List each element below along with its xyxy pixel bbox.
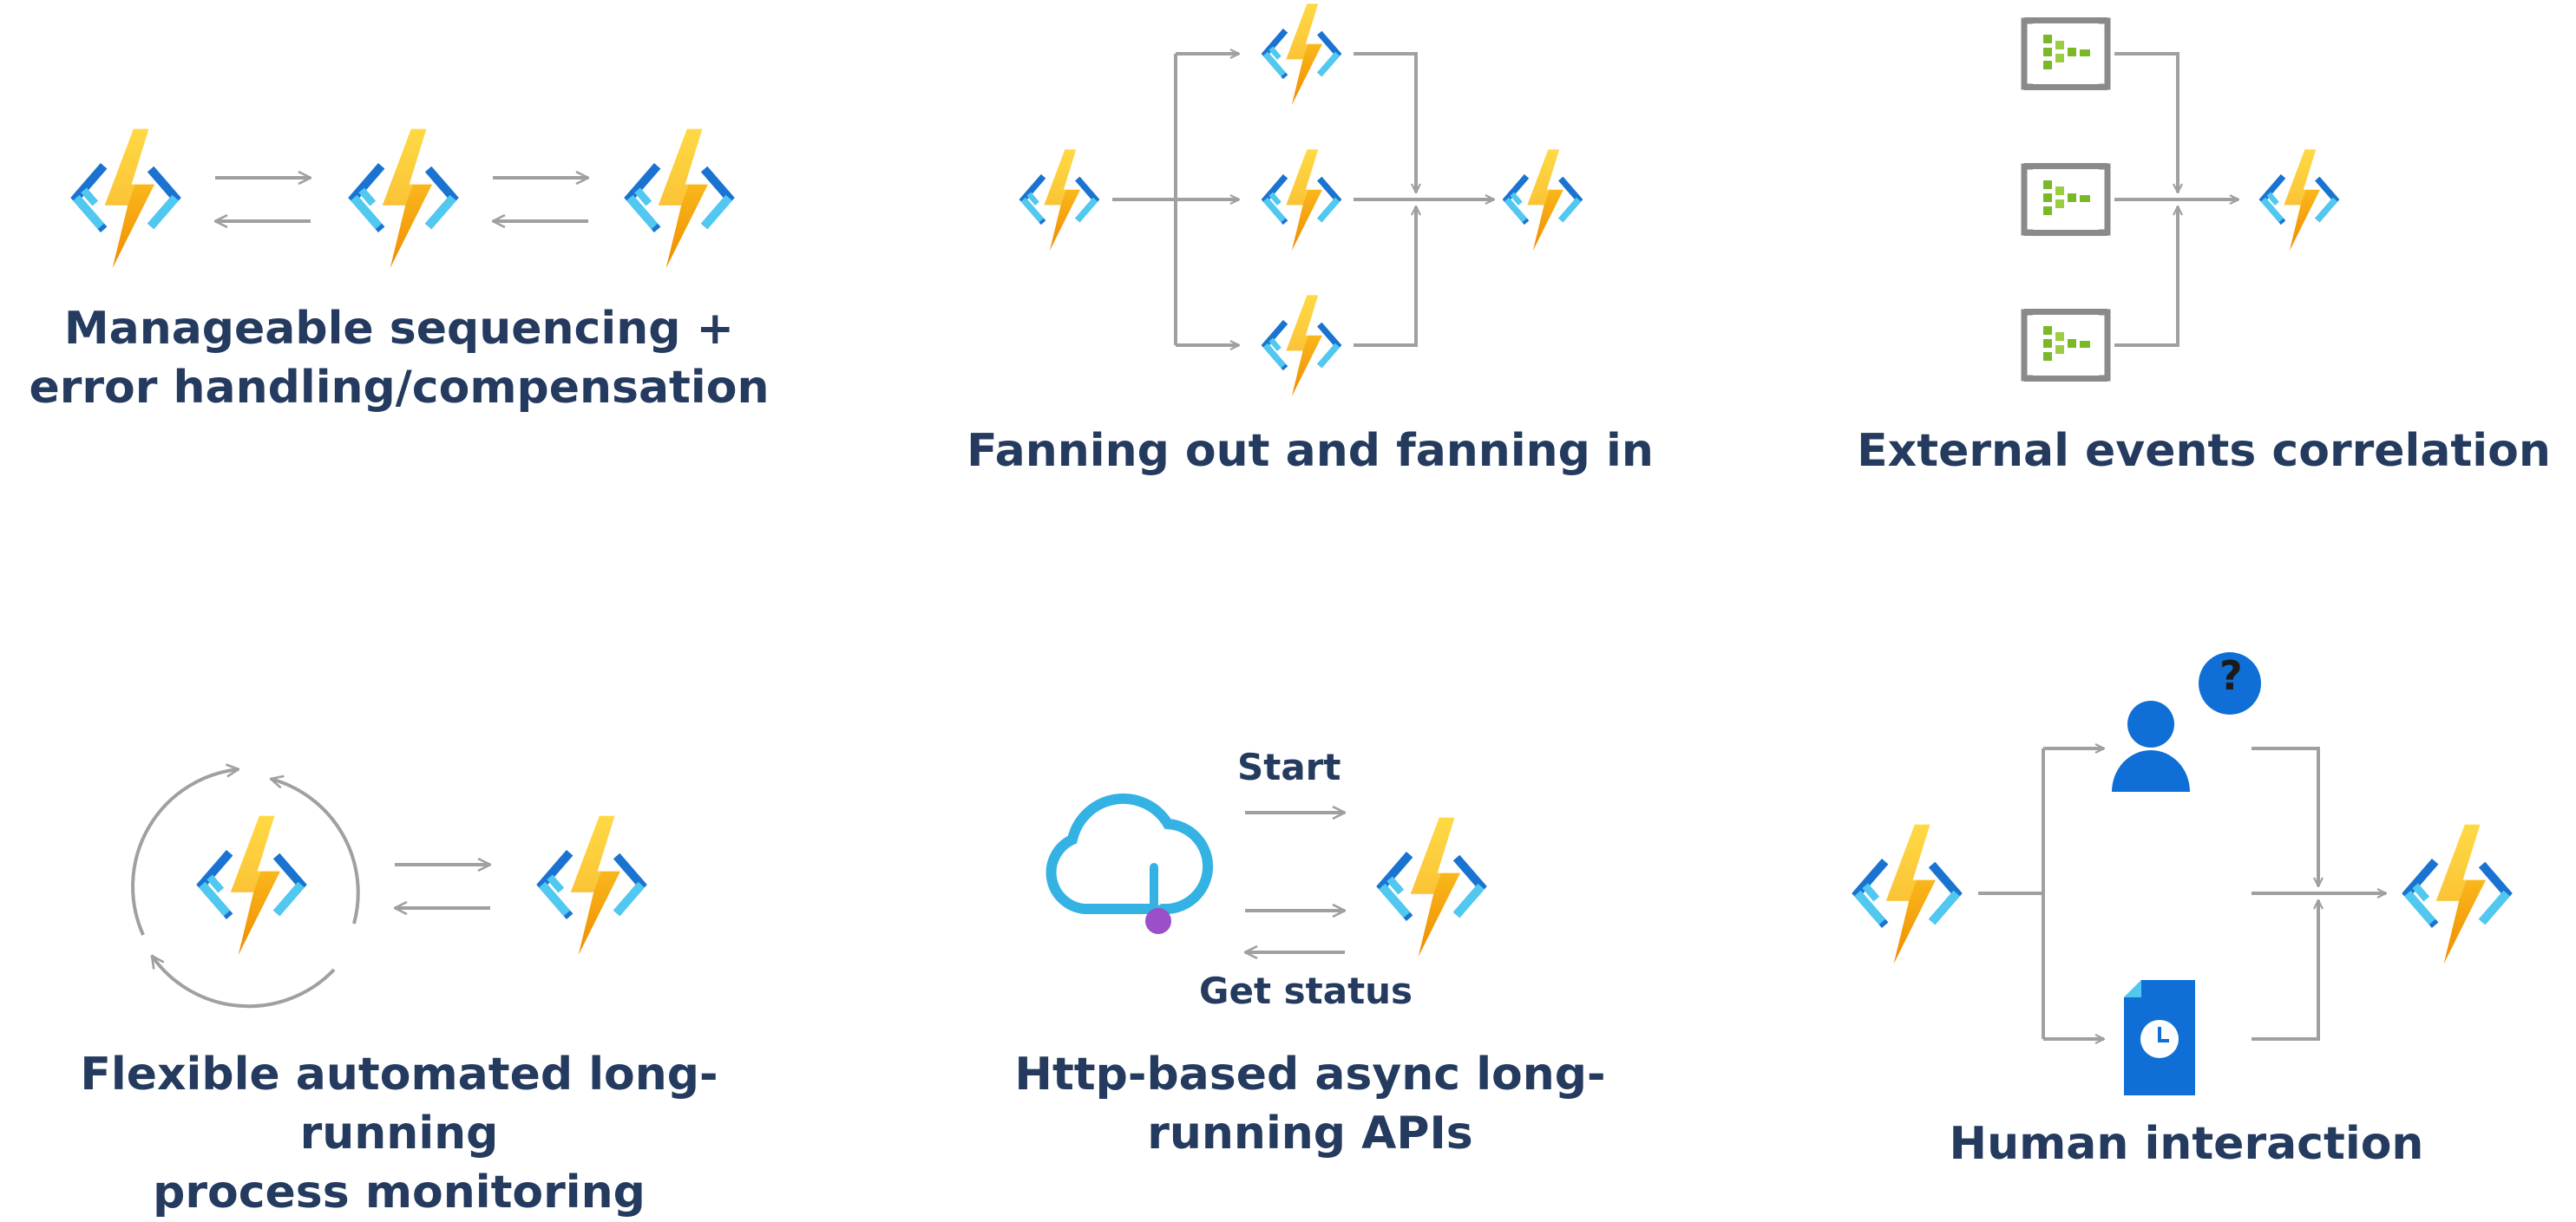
azure-function-icon bbox=[1382, 818, 1481, 957]
azure-function-icon bbox=[1265, 3, 1337, 105]
human-diagram bbox=[1805, 652, 2568, 1095]
question-badge-icon bbox=[2199, 652, 2261, 715]
azure-function-icon bbox=[1023, 149, 1095, 251]
azure-function-icon bbox=[1506, 149, 1578, 251]
label-get-status: Get status bbox=[1199, 970, 1413, 1012]
azure-function-icon bbox=[2408, 825, 2507, 964]
user-icon bbox=[2112, 701, 2190, 792]
azure-function-icon bbox=[630, 129, 729, 269]
azure-function-icon bbox=[1858, 825, 1957, 964]
panel-fan: Fanning out and fanning in bbox=[963, 0, 1657, 520]
azure-function-icon bbox=[202, 816, 301, 956]
event-queue-icon bbox=[2024, 163, 2107, 236]
caption-human: Human interaction bbox=[1949, 1118, 2424, 1170]
document-clock-icon bbox=[2124, 980, 2195, 1095]
caption-monitoring: Flexible automated long-running process … bbox=[80, 1049, 718, 1219]
event-queue-icon bbox=[2024, 309, 2107, 382]
http-diagram bbox=[1045, 793, 1657, 1180]
azure-function-icon bbox=[1265, 149, 1337, 251]
external-diagram bbox=[1857, 0, 2551, 520]
panel-external: External events correlation bbox=[1857, 0, 2551, 520]
sequencing-diagram bbox=[0, 0, 798, 451]
panel-monitoring: Flexible automated long-running process … bbox=[0, 729, 798, 1219]
panel-sequencing: Manageable sequencing + error handling/c… bbox=[0, 0, 798, 451]
caption-sequencing: Manageable sequencing + error handling/c… bbox=[29, 303, 770, 414]
event-queue-icon bbox=[2024, 17, 2107, 90]
azure-function-icon bbox=[2263, 149, 2335, 251]
azure-function-icon bbox=[542, 816, 641, 956]
monitoring-diagram bbox=[131, 729, 798, 1009]
azure-function-icon bbox=[354, 129, 453, 269]
fan-diagram bbox=[963, 0, 1657, 520]
caption-fan: Fanning out and fanning in bbox=[967, 425, 1654, 477]
question-mark: ? bbox=[2219, 652, 2243, 699]
cloud-api-icon bbox=[1045, 793, 1214, 934]
caption-http: Http-based async long- running APIs bbox=[1014, 1049, 1606, 1160]
panel-http: Start Get status Http-based async long- … bbox=[963, 729, 1657, 1180]
caption-external: External events correlation bbox=[1857, 425, 2551, 477]
azure-function-icon bbox=[1265, 295, 1337, 396]
label-start: Start bbox=[1237, 746, 1341, 788]
cycle-arrows-icon bbox=[131, 769, 360, 1009]
panel-human: ? Human interaction bbox=[1805, 642, 2568, 1197]
azure-function-icon bbox=[76, 129, 175, 269]
